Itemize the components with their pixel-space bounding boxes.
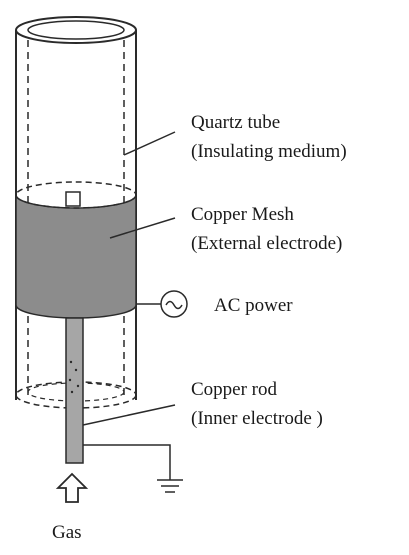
copper-rod (65, 317, 84, 464)
copper-mesh (15, 181, 137, 319)
ac-source-icon (160, 290, 188, 318)
copper-mesh-label: Copper Mesh (191, 204, 294, 225)
leader-lines (82, 131, 176, 426)
gas-inlet-arrow-icon (55, 472, 89, 503)
ac-power-label: AC power (214, 295, 293, 316)
quartz-tube-note: (Insulating medium) (191, 141, 347, 162)
copper-rod-note: (Inner electrode ) (191, 408, 323, 429)
quartz-leader-line (123, 131, 176, 156)
mesh-leader-line (109, 217, 176, 239)
rod-leader-line (82, 404, 176, 426)
copper-mesh-note: (External electrode) (191, 233, 342, 254)
ground-icon (83, 444, 183, 493)
copper-rod-label: Copper rod (191, 379, 278, 400)
gas-label: Gas (52, 522, 82, 543)
quartz-tube-label: Quartz tube (191, 112, 280, 133)
